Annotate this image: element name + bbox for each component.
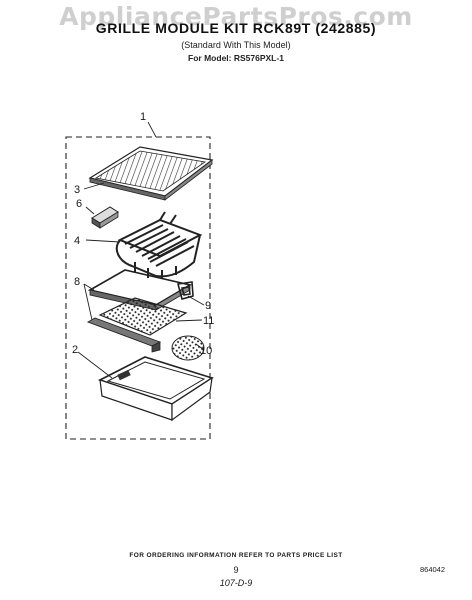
document-code: 107-D-9	[219, 578, 253, 588]
mesh-screen	[98, 297, 188, 336]
reference-number: 864042	[420, 565, 446, 574]
terminal-block	[91, 206, 119, 229]
callout-9: 9	[205, 300, 211, 312]
page-number: 9	[233, 565, 239, 575]
grille-plate	[88, 146, 214, 201]
watermark: AppliancePartsPros.com	[59, 2, 413, 31]
callout-6: 6	[76, 198, 82, 210]
clip-bracket	[176, 281, 194, 300]
callout-3: 3	[74, 184, 80, 196]
page-title: GRILLE MODULE KIT RCK89T (242885)	[95, 20, 377, 36]
grease-pan	[97, 356, 214, 422]
callout-1: 1	[140, 111, 146, 123]
page-subtitle: (Standard With This Model)	[181, 40, 291, 50]
heating-element	[115, 211, 203, 279]
drip-frame-lower	[86, 317, 162, 353]
model-label: For Model: RS576PXL-1	[188, 53, 284, 63]
ordering-note: FOR ORDERING INFORMATION REFER TO PARTS …	[129, 552, 343, 559]
callout-11: 11	[203, 315, 214, 327]
callout-8: 8	[74, 276, 80, 288]
leader-lines	[77, 121, 205, 379]
callout-10: 10	[200, 345, 212, 357]
kit-outline-frame	[65, 136, 211, 440]
callout-4: 4	[74, 235, 80, 247]
ceramic-rocks	[171, 335, 205, 361]
callout-2: 2	[72, 344, 78, 356]
